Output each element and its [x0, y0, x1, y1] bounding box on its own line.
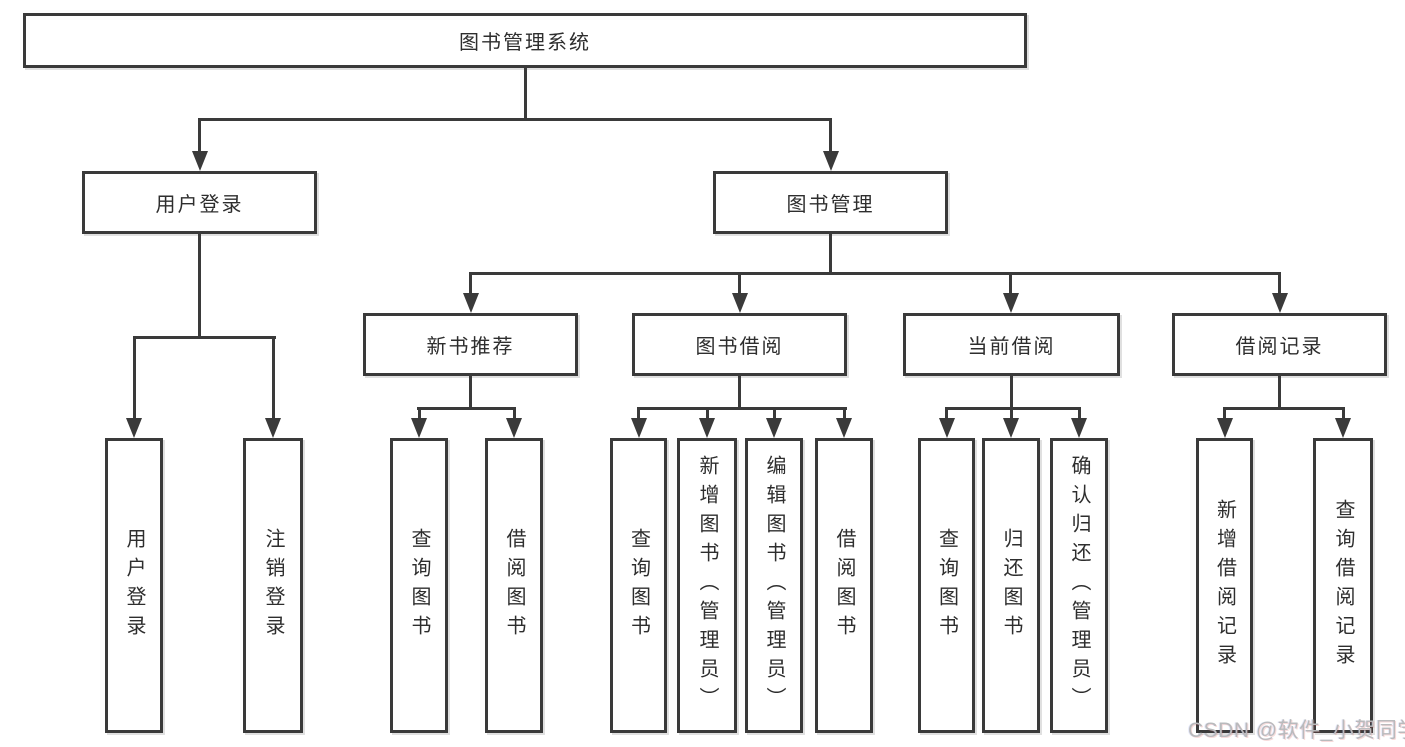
connector-arrow [938, 410, 955, 438]
node-label: 图书借阅 [695, 336, 784, 358]
connector-arrow [1002, 275, 1019, 313]
connector-arrow [836, 410, 852, 438]
node-label: 借阅图书 [503, 527, 525, 644]
connector-line [198, 118, 832, 121]
node-label: 查询图书 [627, 527, 650, 644]
leaf-borrow-books-recommend: 借阅图书 [485, 438, 543, 733]
node-label: 借阅图书 [833, 527, 855, 644]
connector-arrow [822, 121, 839, 171]
connector-arrow [1335, 410, 1351, 438]
leaf-borrow-books-borrowing: 借阅图书 [815, 438, 873, 733]
connector-arrow [731, 275, 748, 313]
connector-line [417, 407, 516, 410]
node-book-borrowing: 图书借阅 [632, 313, 847, 376]
connector-arrow [411, 410, 427, 438]
leaf-logout-login: 注销登录 [243, 438, 303, 733]
leaf-query-books-recommend: 查询图书 [390, 438, 448, 733]
connector-line [945, 407, 1081, 410]
node-borrowing-records: 借阅记录 [1172, 313, 1387, 376]
connector-arrow [1216, 410, 1233, 438]
node-label: 图书管理系统 [459, 32, 591, 54]
connector-arrow [1271, 275, 1288, 313]
node-book-management: 图书管理 [713, 171, 948, 234]
connector-arrow [699, 410, 715, 438]
connector-line [469, 272, 1281, 275]
connector-line [1223, 407, 1345, 410]
node-label: 用户登录 [123, 527, 145, 644]
node-label: 新增图书（管理员） [696, 455, 718, 716]
watermark: CSDN @软件_小贺同学 [1188, 719, 1405, 742]
node-new-book-recommendation: 新书推荐 [363, 313, 578, 376]
node-label: 当前借阅 [967, 336, 1056, 358]
node-label: 注销登录 [262, 527, 284, 644]
connector-line [524, 68, 527, 121]
node-library-system: 图书管理系统 [23, 13, 1027, 68]
leaf-query-books-borrowing: 查询图书 [610, 438, 667, 733]
connector-arrow [506, 410, 522, 438]
node-label: 新增借阅记录 [1213, 498, 1236, 673]
connector-line [738, 376, 741, 410]
connector-line [132, 336, 276, 339]
leaf-return-books: 归还图书 [982, 438, 1040, 733]
node-label: 归还图书 [1000, 527, 1022, 644]
connector-arrow [265, 339, 281, 438]
connector-arrow [191, 121, 208, 171]
node-label: 新书推荐 [426, 336, 515, 358]
connector-line [1278, 376, 1281, 410]
node-label: 查询借阅记录 [1332, 498, 1354, 673]
connector-line [1010, 376, 1013, 410]
node-label: 确认归还（管理员） [1068, 455, 1090, 716]
node-label: 查询图书 [408, 527, 430, 644]
connector-line [829, 234, 832, 275]
connector-arrow [462, 275, 479, 313]
node-label: 图书管理 [786, 194, 875, 216]
connector-line [198, 234, 201, 339]
node-user-login: 用户登录 [82, 171, 317, 234]
node-label: 编辑图书（管理员） [763, 455, 785, 716]
node-label: 用户登录 [155, 194, 244, 216]
leaf-confirm-return-admin: 确认归还（管理员） [1050, 438, 1108, 733]
leaf-query-books-current: 查询图书 [918, 438, 975, 733]
leaf-add-borrow-record: 新增借阅记录 [1196, 438, 1253, 733]
connector-line [469, 376, 472, 410]
leaf-user-login: 用户登录 [105, 438, 163, 733]
node-label: 查询图书 [935, 527, 958, 644]
connector-arrow [126, 339, 142, 438]
node-label: 借阅记录 [1235, 336, 1324, 358]
connector-arrow [1071, 410, 1087, 438]
leaf-edit-books-admin: 编辑图书（管理员） [745, 438, 803, 733]
node-current-borrowing: 当前借阅 [903, 313, 1120, 376]
connector-arrow [1003, 410, 1019, 438]
connector-arrow [766, 410, 782, 438]
leaf-query-borrow-record: 查询借阅记录 [1313, 438, 1373, 733]
connector-arrow [630, 410, 647, 438]
leaf-add-books-admin: 新增图书（管理员） [677, 438, 737, 733]
connector-line [637, 407, 847, 410]
